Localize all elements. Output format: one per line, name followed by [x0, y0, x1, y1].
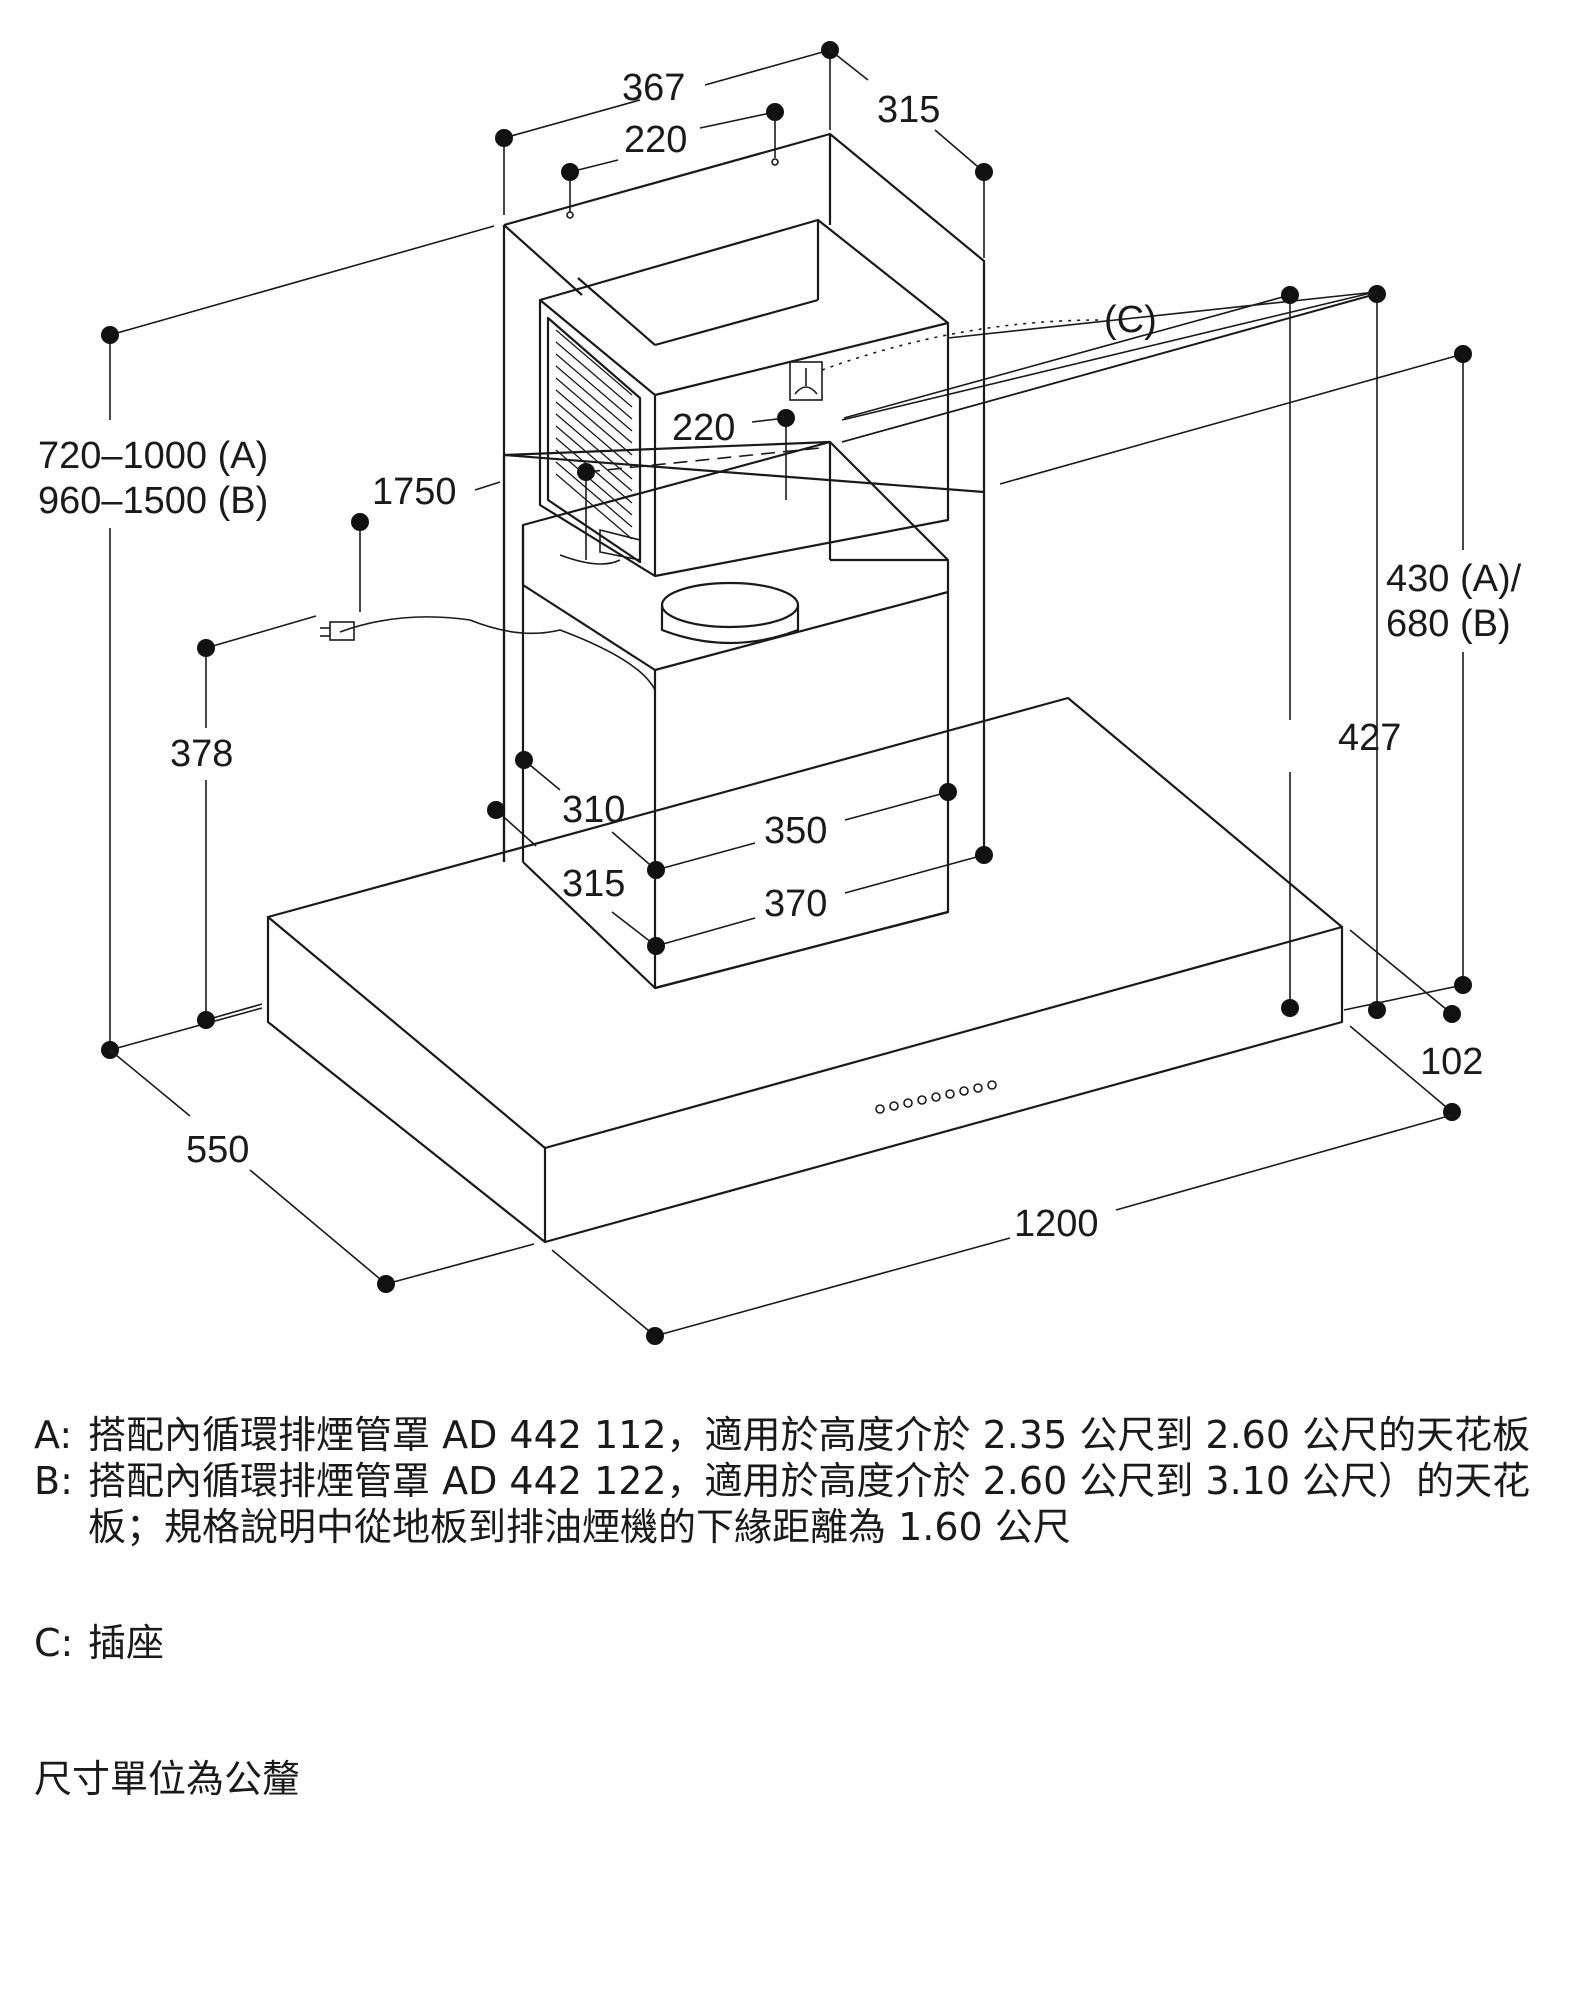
callout-c-label: (C) — [1104, 299, 1157, 341]
dimension-220-top — [561, 103, 784, 212]
label-367: 367 — [622, 67, 685, 109]
dimension-350-370 — [647, 783, 993, 955]
filter-grill — [555, 329, 633, 540]
note-c-text: 插座 — [88, 1621, 165, 1665]
dimension-430-680 — [999, 345, 1472, 1011]
dimension-1200 — [551, 1114, 1453, 1345]
label-1750: 1750 — [372, 471, 457, 513]
label-315-bottom: 315 — [562, 863, 625, 905]
note-b-text: 搭配內循環排煙管罩 AD 442 122，適用於高度介於 2.60 公尺到 3.… — [88, 1459, 1531, 1549]
label-310: 310 — [562, 789, 625, 831]
note-a-text: 搭配內循環排煙管罩 AD 442 112，適用於高度介於 2.35 公尺到 2.… — [88, 1413, 1531, 1457]
label-550: 550 — [186, 1129, 249, 1171]
label-height-range-b: 960–1500 (B) — [38, 480, 268, 522]
range-hood-dimension-drawing: 367 315 220 220 720–1000 (A) 960–1500 (B… — [38, 41, 1522, 1345]
label-370: 370 — [764, 883, 827, 925]
dimension-220-socket — [577, 409, 821, 560]
dimension-550 — [109, 1049, 535, 1293]
note-a-key: A: — [34, 1413, 73, 1457]
label-height-range-a: 720–1000 (A) — [38, 435, 268, 477]
back-plate — [502, 440, 986, 862]
label-220-top: 220 — [624, 119, 687, 161]
dimension-102 — [1349, 929, 1461, 1121]
label-378: 378 — [170, 733, 233, 775]
note-c: C: 插座 — [34, 1620, 1554, 1666]
label-427: 427 — [1338, 717, 1401, 759]
label-430-a: 430 (A)/ — [1386, 558, 1522, 600]
note-b-key: B: — [34, 1459, 73, 1503]
label-1200: 1200 — [1014, 1203, 1099, 1245]
filter-module — [538, 218, 950, 578]
units-note: 尺寸單位為公釐 — [34, 1756, 1554, 1802]
dimension-367 — [495, 41, 839, 215]
canopy — [266, 696, 1344, 1244]
label-220-socket: 220 — [672, 407, 735, 449]
label-102: 102 — [1420, 1041, 1483, 1083]
socket-symbol — [789, 361, 823, 401]
note-c-key: C: — [34, 1621, 74, 1665]
dimension-1750 — [474, 285, 1386, 1019]
dimension-378 — [197, 513, 369, 1029]
label-350: 350 — [764, 810, 827, 852]
chimney-outer-cover — [502, 132, 986, 862]
note-a: A: 搭配內循環排煙管罩 AD 442 112，適用於高度介於 2.35 公尺到… — [34, 1412, 1554, 1458]
callout-c-leader — [821, 319, 1101, 371]
dimension-height-range — [101, 225, 495, 1059]
control-buttons — [875, 1080, 997, 1114]
dimension-427 — [841, 286, 1377, 1017]
units-text: 尺寸單位為公釐 — [34, 1757, 301, 1801]
power-cable — [320, 616, 656, 691]
note-b: B: 搭配內循環排煙管罩 AD 442 122，適用於高度介於 2.60 公尺到… — [34, 1458, 1554, 1550]
label-315-top: 315 — [877, 89, 940, 131]
legend-notes: A: 搭配內循環排煙管罩 AD 442 112，適用於高度介於 2.35 公尺到… — [34, 1412, 1554, 1802]
dimension-315-top — [829, 49, 993, 258]
dimension-310-315 — [487, 751, 657, 947]
label-680-b: 680 (B) — [1386, 603, 1511, 645]
